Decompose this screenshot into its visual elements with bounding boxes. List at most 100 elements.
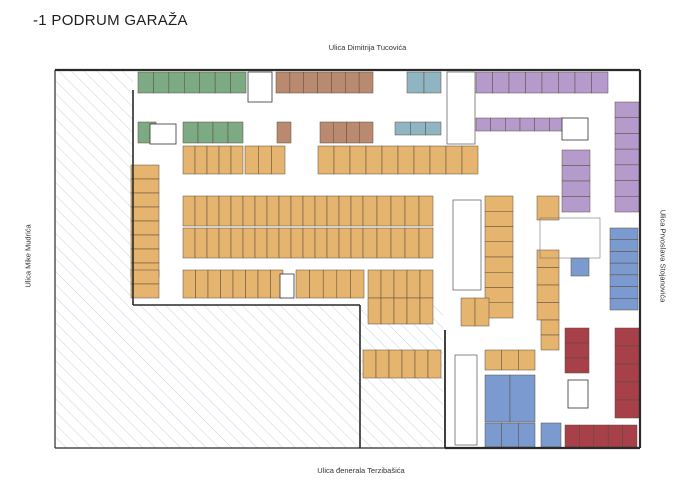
- storage-unit: [359, 121, 374, 144]
- parking-space: [309, 269, 324, 299]
- parking-space: [367, 269, 382, 299]
- parking-space: [445, 145, 463, 175]
- parking-space: [220, 269, 234, 299]
- parking-space: [540, 334, 560, 351]
- parking-space: [254, 227, 268, 259]
- parking-space: [207, 269, 221, 299]
- parking-space: [367, 297, 382, 325]
- parking-space: [362, 349, 377, 379]
- parking-space: [322, 269, 338, 299]
- storage-unit: [425, 121, 442, 136]
- storage-unit: [475, 71, 493, 94]
- ramp-central: [452, 199, 482, 291]
- parking-space: [376, 227, 392, 259]
- storage-unit: [410, 121, 426, 136]
- parking-space: [130, 220, 160, 236]
- parking-space: [484, 226, 514, 242]
- parking-space: [414, 349, 429, 379]
- storage-unit: [614, 399, 640, 419]
- parking-space: [390, 195, 406, 227]
- storage-unit: [614, 133, 640, 150]
- parking-space: [257, 269, 271, 299]
- parking-space: [230, 227, 244, 259]
- storage-unit: [614, 345, 640, 365]
- parking-space: [461, 145, 479, 175]
- storage-unit: [614, 117, 640, 134]
- parking-space: [245, 269, 259, 299]
- parking-space: [484, 256, 514, 273]
- parking-space: [230, 145, 244, 175]
- parking-space: [390, 227, 406, 259]
- storage-unit: [525, 71, 543, 94]
- storage-unit: [501, 422, 519, 448]
- parking-space: [418, 227, 434, 259]
- storage-unit: [561, 165, 591, 182]
- parking-space: [326, 195, 340, 227]
- parking-space: [418, 195, 434, 227]
- parking-space: [484, 349, 502, 371]
- parking-space: [419, 269, 434, 299]
- parking-space: [406, 297, 421, 325]
- storage-unit: [509, 374, 536, 423]
- parking-space: [130, 178, 160, 194]
- ramp-east: [539, 217, 601, 259]
- parking-space: [419, 297, 434, 325]
- page-title: -1 PODRUM GARAŽA: [33, 12, 188, 29]
- storage-unit: [137, 71, 154, 94]
- parking-space: [230, 195, 244, 227]
- parking-space: [314, 195, 328, 227]
- storage-unit: [541, 71, 559, 94]
- parking-space: [393, 269, 408, 299]
- storage-unit: [490, 117, 506, 132]
- storage-unit: [184, 71, 200, 94]
- parking-space: [397, 145, 415, 175]
- parking-space: [460, 297, 476, 327]
- walls: [54, 68, 642, 450]
- storage-unit: [540, 422, 562, 448]
- storage-unit: [574, 71, 592, 94]
- storage-unit: [591, 71, 609, 94]
- storage-unit: [558, 71, 576, 94]
- parking-space: [380, 269, 395, 299]
- parking-space: [365, 145, 383, 175]
- storage-unit: [614, 101, 640, 118]
- parking-space: [218, 195, 232, 227]
- parking-space: [130, 206, 160, 222]
- storage-unit: [593, 424, 609, 448]
- street-label-north: Ulica Dimitrija Tucovića: [328, 43, 407, 52]
- storage-unit: [484, 422, 502, 448]
- storage-unit: [289, 71, 304, 94]
- parking-space: [182, 145, 196, 175]
- storage-unit: [345, 71, 360, 94]
- parking-space: [314, 227, 328, 259]
- storage-unit: [614, 327, 640, 347]
- parking-space: [393, 297, 408, 325]
- storage-unit: [168, 71, 185, 94]
- storage-unit: [394, 121, 411, 136]
- parking-space: [484, 211, 514, 227]
- parking-space: [130, 283, 160, 299]
- stair-core: [561, 117, 589, 141]
- parking-space: [406, 269, 421, 299]
- parking-space: [266, 195, 280, 227]
- storage-unit: [609, 227, 639, 240]
- storage-unit: [564, 342, 590, 359]
- storage-unit: [614, 363, 640, 383]
- storage-unit: [319, 121, 334, 144]
- parking-space: [295, 269, 310, 299]
- parking-space: [182, 195, 196, 227]
- parking-space: [381, 145, 399, 175]
- parking-space: [278, 195, 292, 227]
- storage-unit: [492, 71, 510, 94]
- parking-space: [362, 227, 378, 259]
- parking-space: [484, 272, 514, 288]
- storage-unit: [508, 71, 526, 94]
- storage-unit: [182, 121, 199, 144]
- storage-unit: [275, 71, 291, 94]
- storage-unit: [518, 422, 536, 448]
- parking-space: [540, 319, 560, 336]
- parking-space: [518, 349, 536, 371]
- storage-unit: [214, 71, 231, 94]
- storage-unit: [570, 257, 590, 277]
